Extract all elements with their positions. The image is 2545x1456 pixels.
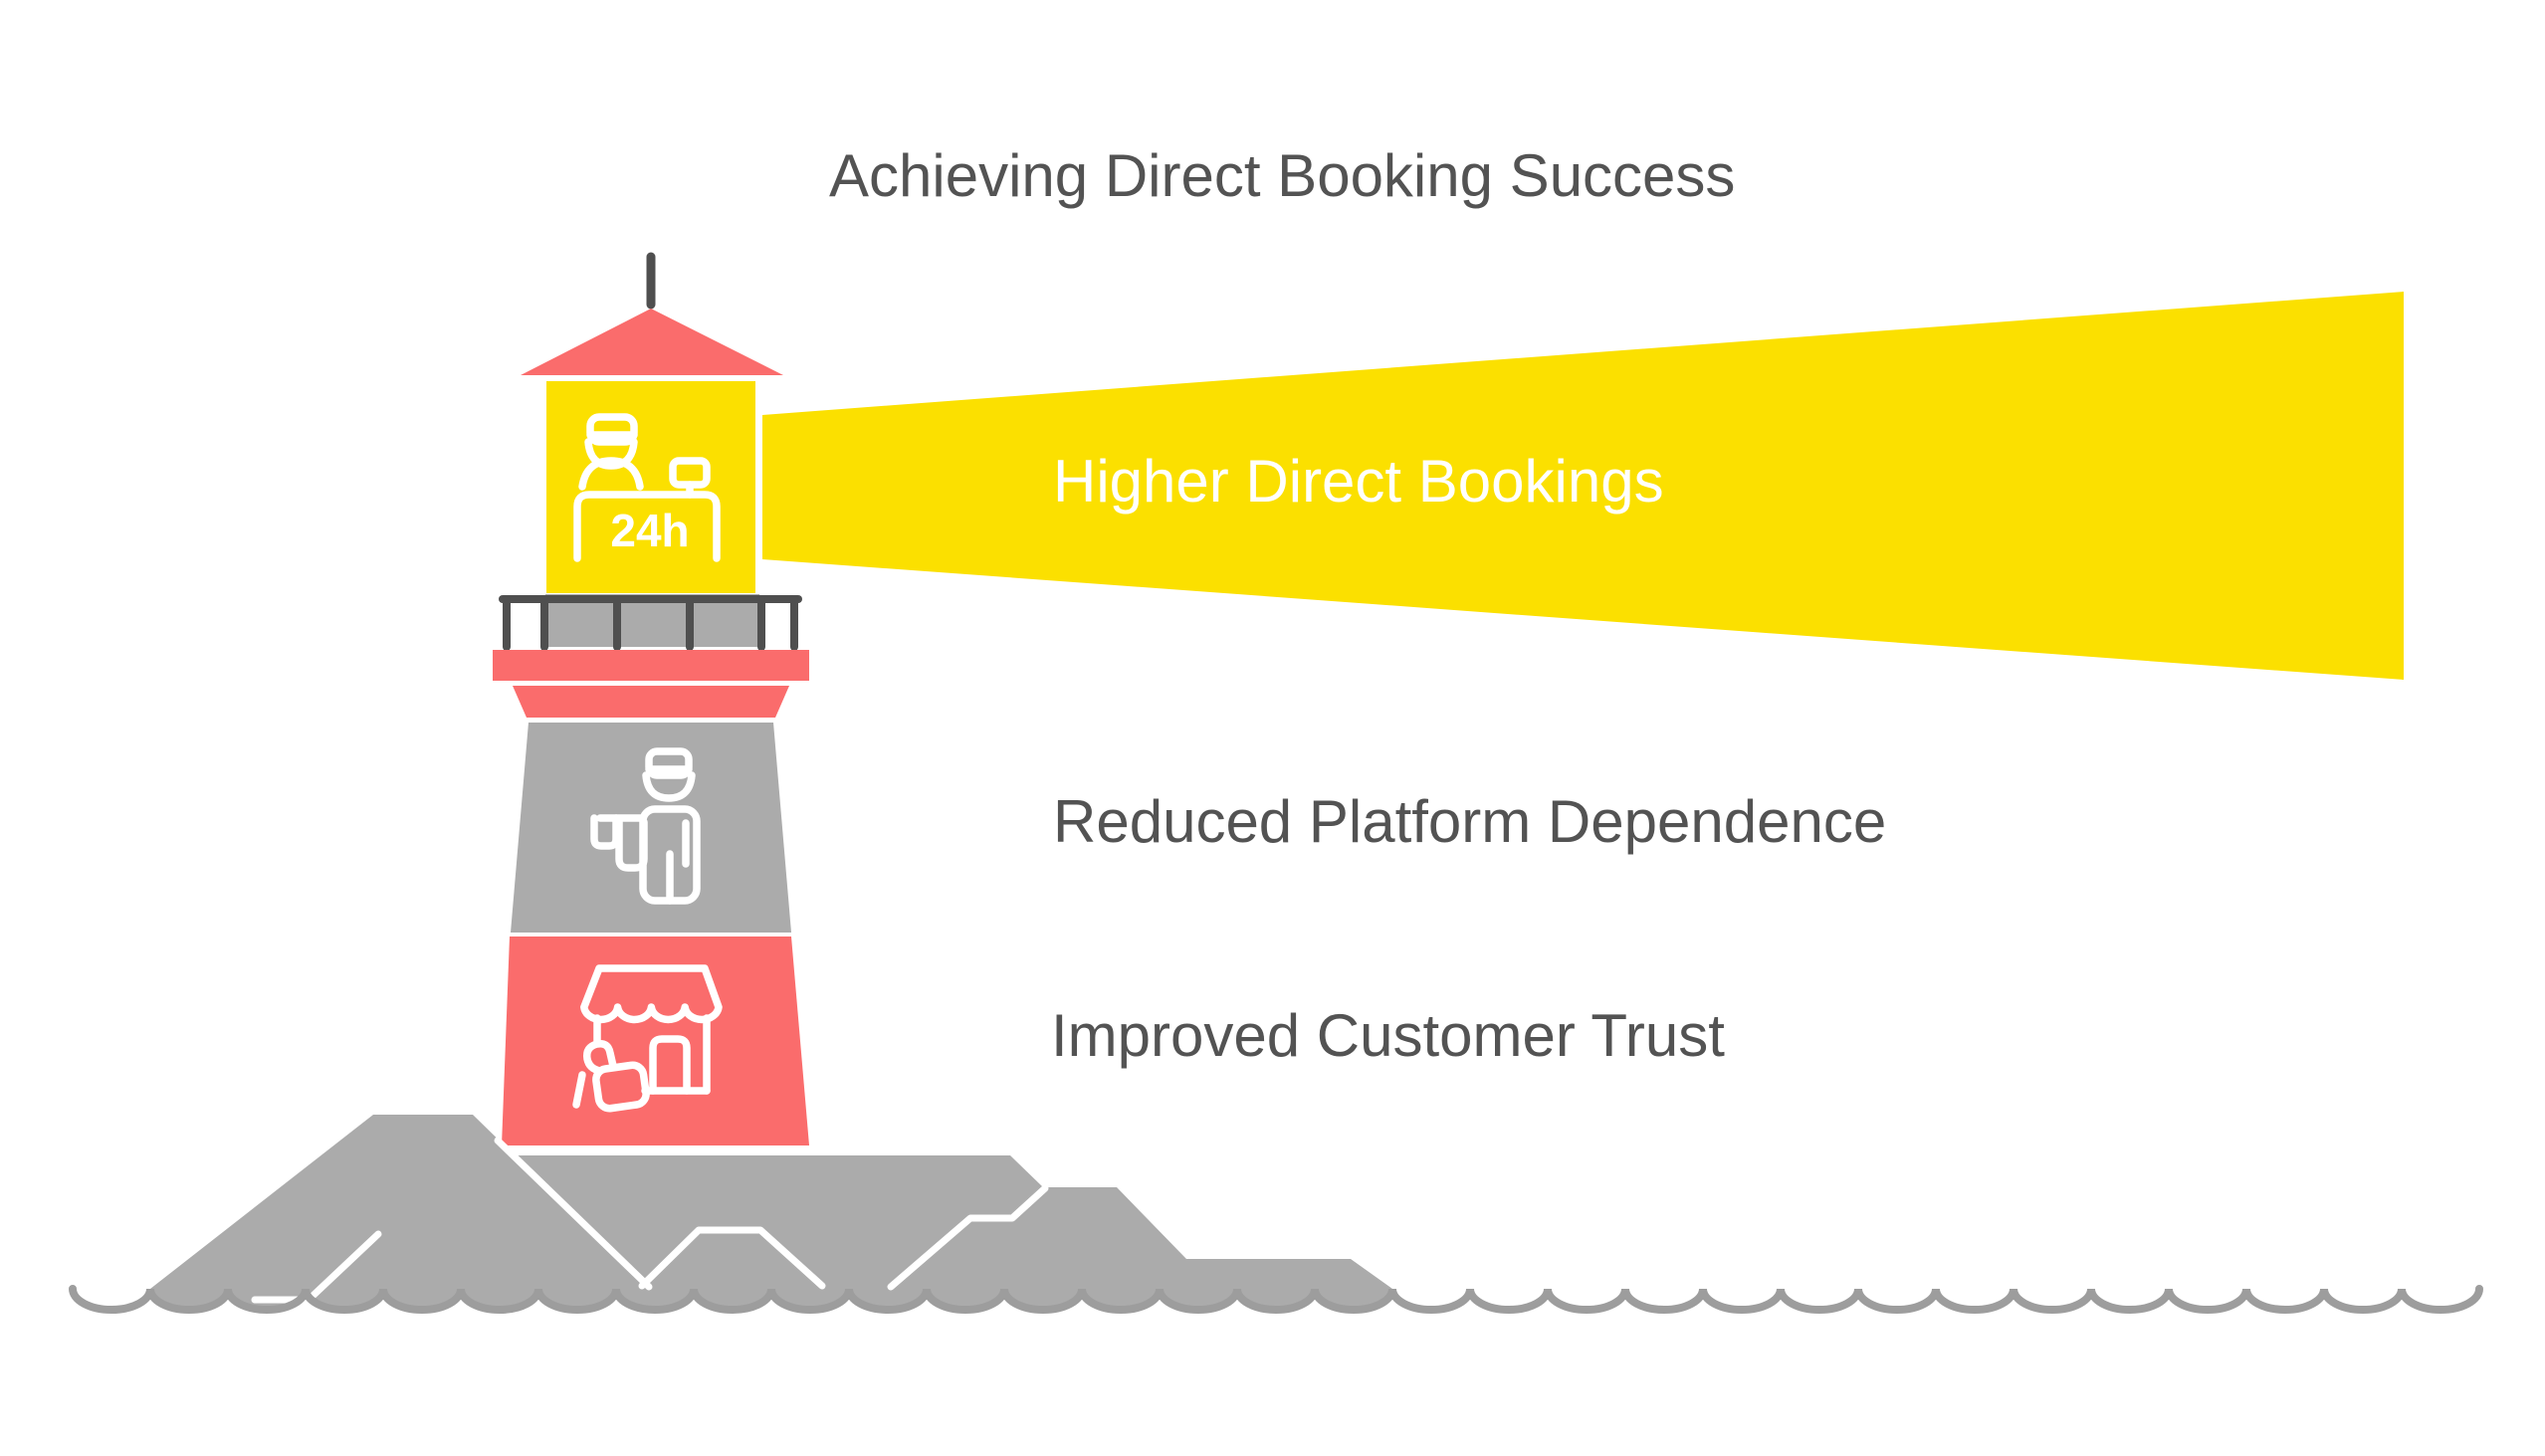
thumbs-up-cuff bbox=[572, 1071, 586, 1109]
benefit-label-reduced-platform-dependence: Reduced Platform Dependence bbox=[1053, 788, 1887, 855]
gallery-railing bbox=[499, 595, 802, 651]
rock-island bbox=[150, 1115, 1392, 1310]
thumbs-up-fist bbox=[592, 1061, 650, 1113]
bellhop-face bbox=[642, 771, 696, 802]
tower-mid-section bbox=[511, 723, 791, 933]
storefront-door bbox=[649, 1035, 691, 1095]
receptionist-shoulders bbox=[578, 457, 644, 491]
lantern-24h-sign: 24h bbox=[610, 505, 689, 556]
rock-crack bbox=[638, 1226, 826, 1290]
benefit-label-improved-customer-trust: Improved Customer Trust bbox=[1051, 1002, 1725, 1069]
receptionist-face bbox=[584, 438, 638, 470]
receptionist-24h-desk-icon bbox=[573, 413, 721, 562]
front-desk bbox=[573, 491, 721, 562]
watch-room bbox=[513, 686, 789, 718]
bellhop-towel bbox=[615, 818, 648, 872]
page-title: Achieving Direct Booking Success bbox=[829, 142, 1736, 209]
storefront-awning bbox=[580, 964, 723, 1024]
light-beam bbox=[762, 292, 2404, 680]
rock-crack bbox=[887, 1184, 1049, 1291]
bellhop-service-icon bbox=[590, 747, 701, 905]
storefront-thumbs-up-icon bbox=[572, 964, 723, 1113]
rock-crack bbox=[494, 1137, 653, 1291]
gallery-band bbox=[493, 650, 809, 681]
bellhop-hat bbox=[645, 747, 693, 779]
thumbs-up-thumb bbox=[582, 1039, 617, 1075]
receptionist-hat bbox=[586, 413, 638, 446]
beam-label-higher-direct-bookings: Higher Direct Bookings bbox=[1053, 448, 1664, 515]
lantern-roof bbox=[521, 309, 783, 375]
water-waves bbox=[69, 1285, 2483, 1314]
